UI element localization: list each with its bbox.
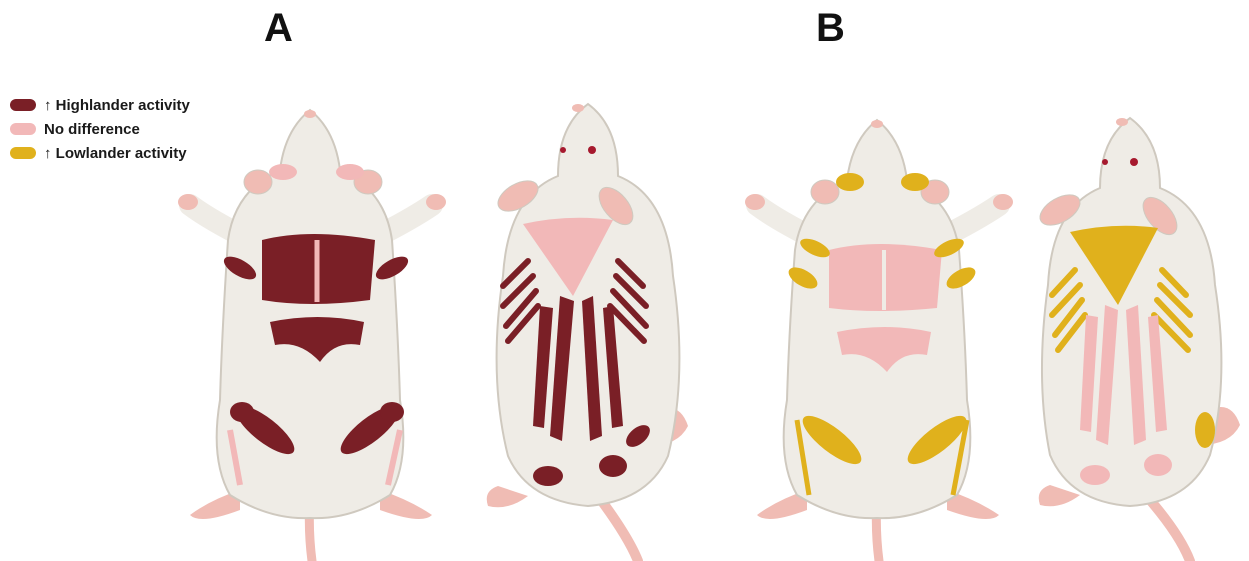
legend-label: ↑ Highlander activity: [44, 97, 190, 114]
mouse-b-ventral: [737, 100, 1027, 561]
legend-item-highlander: ↑ Highlander activity: [10, 93, 190, 117]
legend-label: ↑ Lowlander activity: [44, 145, 187, 162]
legend-item-lowlander: ↑ Lowlander activity: [10, 141, 190, 165]
panel-b-label: B: [816, 6, 845, 51]
legend-label: No difference: [44, 121, 140, 138]
mouse-b-dorsal: [1030, 110, 1245, 561]
legend-item-no-difference: No difference: [10, 117, 190, 141]
mouse-a-dorsal: [478, 96, 698, 561]
no-difference-swatch: [10, 123, 36, 135]
mouse-a-ventral: [170, 100, 460, 561]
legend: ↑ Highlander activity No difference ↑ Lo…: [10, 93, 190, 165]
panel-a-label: A: [264, 6, 293, 51]
highlander-swatch: [10, 99, 36, 111]
lowlander-swatch: [10, 147, 36, 159]
